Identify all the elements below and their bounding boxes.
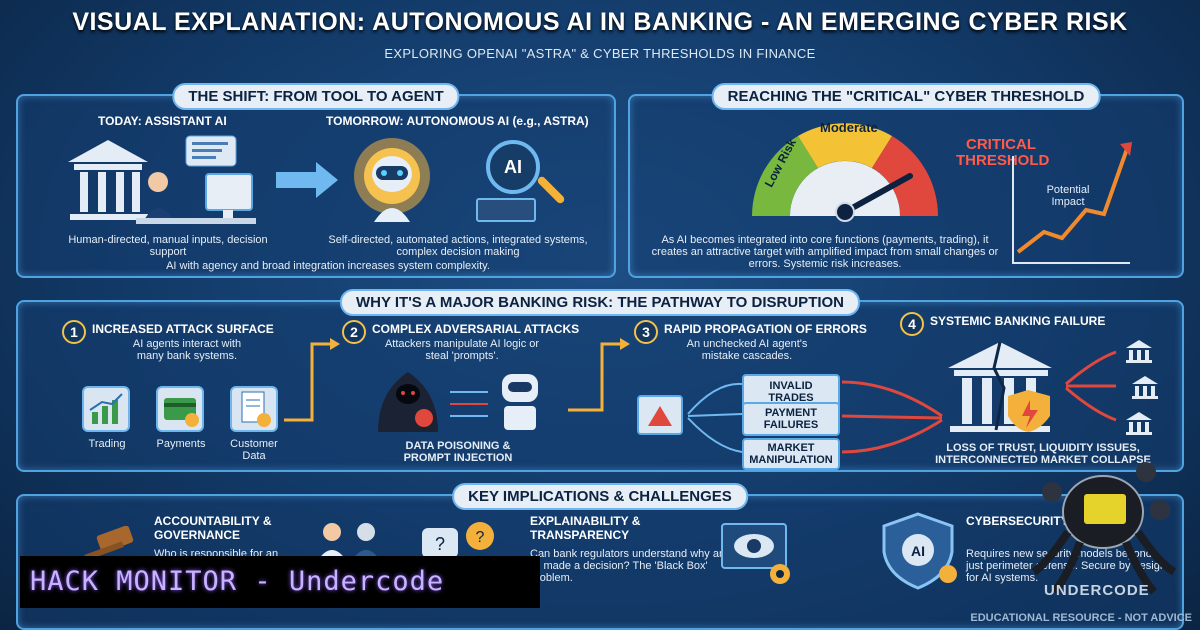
small-bank-icon-2 (1132, 376, 1158, 399)
magnifier-handle-icon (536, 175, 566, 205)
step-4-label: SYSTEMIC BANKING FAILURE (930, 314, 1106, 328)
error-payment-failures: PAYMENT FAILURES (742, 402, 840, 436)
tomorrow-desc: Self-directed, automated actions, integr… (328, 234, 588, 258)
people-icon (318, 523, 380, 560)
ai-chip: AI (468, 140, 578, 224)
threshold-title: REACHING THE "CRITICAL" CYBER THRESHOLD (711, 83, 1101, 110)
document-icon (241, 391, 271, 427)
tomorrow-label: TOMORROW: AUTONOMOUS AI (e.g., ASTRA) (326, 114, 589, 128)
today-label: TODAY: ASSISTANT AI (98, 114, 227, 128)
impact-label: Potential Impact (1046, 184, 1090, 208)
cascade-arrows (687, 382, 743, 453)
failure-caption: LOSS OF TRUST, LIQUIDITY ISSUES, INTERCO… (935, 442, 1151, 466)
ai-shield-icon: AI (882, 512, 957, 590)
page-title: VISUAL EXPLANATION: AUTONOMOUS AI IN BAN… (72, 8, 1128, 36)
collapsing-bank-icon (948, 341, 1052, 432)
manipulation-arrows-icon (450, 391, 488, 417)
connector-arrow-1 (284, 338, 340, 422)
customer-data-card (230, 386, 278, 432)
robot-icon (354, 138, 430, 222)
trading-card (82, 386, 130, 432)
step-3-label: RAPID PROPAGATION OF ERRORS (664, 322, 867, 336)
step-2-desc: Attackers manipulate AI logic or steal '… (384, 338, 540, 362)
error-flow-lines (842, 380, 943, 454)
page-subtitle: EXPLORING OPENAI "ASTRA" & CYBER THRESHO… (384, 46, 816, 61)
connector-arrow-2 (568, 338, 630, 412)
error-market-manipulation: MARKET MANIPULATION (742, 438, 840, 470)
chat-bubble-icon (185, 135, 237, 167)
contagion-arrows (1065, 350, 1117, 422)
hacker-icon (378, 372, 438, 432)
impact-chart (1012, 156, 1130, 264)
question-bubbles-icon: ?? (422, 522, 494, 558)
shift-panel: THE SHIFT: FROM TOOL TO AGENT TODAY: ASS… (16, 83, 616, 278)
implication-2-label: EXPLAINABILITY & TRANSPARENCY (530, 514, 641, 542)
screen-icon (476, 198, 536, 222)
threshold-panel: REACHING THE "CRITICAL" CYBER THRESHOLD … (628, 83, 1184, 278)
credit-card-icon (164, 398, 199, 427)
today-desc: Human-directed, manual inputs, decision … (68, 234, 268, 258)
step-3-number: 3 (634, 320, 658, 344)
assistant-ai-illustration (68, 135, 256, 224)
bar-chart-icon (89, 393, 123, 424)
step-2-label: COMPLEX ADVERSARIAL ATTACKS (372, 322, 580, 336)
error-screen-icon (637, 395, 683, 435)
critical-label: CRITICAL (966, 136, 1036, 153)
threshold-label: THRESHOLD (956, 152, 1050, 169)
payments-card (156, 386, 204, 432)
attack-caption: DATA POISONING & PROMPT INJECTION (403, 440, 513, 464)
step-1-label: INCREASED ATTACK SURFACE (92, 322, 274, 336)
bank-icon (68, 140, 148, 220)
shift-summary: AI with agency and broad integration inc… (166, 260, 490, 272)
step-1-desc: AI agents interact with many bank system… (132, 338, 242, 362)
step-1-number: 1 (62, 320, 86, 344)
arrow-right-icon (276, 162, 338, 198)
system-customer-data: Customer Data (230, 438, 278, 462)
small-bank-icon-1 (1126, 340, 1152, 363)
step-4-number: 4 (900, 312, 924, 336)
implication-1-label: ACCOUNTABILITY & GOVERNANCE (154, 514, 272, 542)
step-3-desc: An unchecked AI agent's mistake cascades… (686, 338, 808, 362)
impact-trend-line (1016, 142, 1132, 254)
shift-title: THE SHIFT: FROM TOOL TO AGENT (172, 83, 460, 110)
step-2-number: 2 (342, 320, 366, 344)
gavel-icon (84, 526, 134, 561)
risk-gauge (752, 123, 938, 222)
person-at-desk-icon (136, 172, 256, 224)
svg-text:AI: AI (911, 543, 925, 559)
system-payments: Payments (156, 438, 206, 450)
implication-2-desc: Can bank regulators understand why an AI… (530, 548, 726, 584)
svg-text:?: ? (435, 534, 445, 554)
footer-disclaimer: EDUCATIONAL RESOURCE - NOT ADVICE (970, 612, 1192, 624)
implications-title: KEY IMPLICATIONS & CHALLENGES (452, 483, 748, 510)
octopus-robot-logo (1031, 462, 1177, 595)
pathway-title: WHY IT'S A MAJOR BANKING RISK: THE PATHW… (339, 289, 861, 316)
monitor-icon (205, 173, 253, 218)
undercode-brand: UNDERCODE (1044, 582, 1150, 599)
ai-robot-small-icon (502, 374, 538, 430)
ai-eye-icon (721, 523, 790, 584)
pathway-panel: WHY IT'S A MAJOR BANKING RISK: THE PATHW… (16, 289, 1184, 472)
system-trading: Trading (88, 438, 126, 450)
threshold-desc: As AI becomes integrated into core funct… (651, 234, 999, 270)
hack-monitor-banner: HACK MONITOR - Undercode (20, 556, 540, 608)
small-bank-icon-3 (1126, 412, 1152, 435)
gauge-moderate-label: Moderate (820, 120, 878, 135)
ai-circle: AI (486, 140, 540, 194)
svg-text:?: ? (476, 529, 485, 546)
